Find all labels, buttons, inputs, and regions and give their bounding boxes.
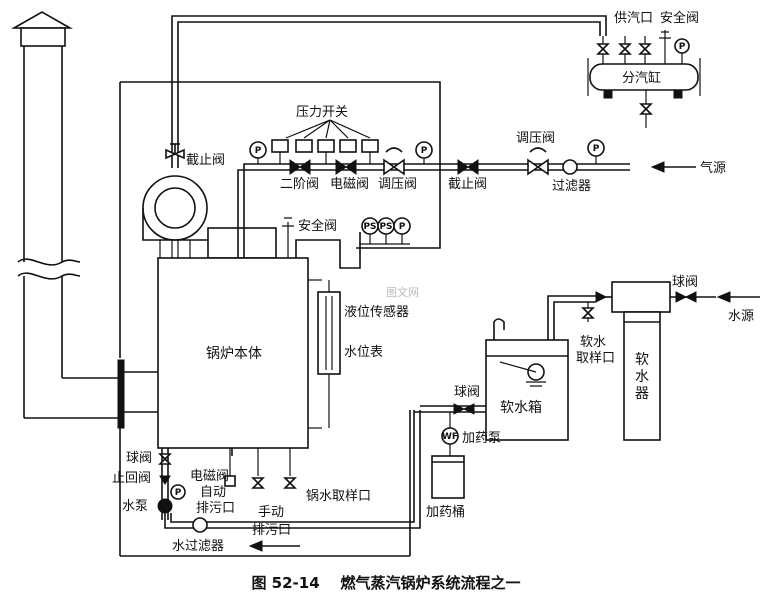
label-shui-guo-lv-qi: 水过滤器 xyxy=(172,539,224,554)
label-shui-beng: 水泵 xyxy=(122,499,148,514)
water-softener xyxy=(581,281,760,441)
label-jie-zhi-fa-mid: 截止阀 xyxy=(448,177,487,192)
label-tiao-ya-fa-1: 调压阀 xyxy=(378,177,417,192)
gauge-p-6: P xyxy=(175,488,182,498)
gauge-p-5: P xyxy=(399,222,406,232)
gauge-p-3: P xyxy=(593,144,600,154)
gauge-ps-2: PS xyxy=(379,222,392,232)
labels: 供汽口 安全阀 分汽缸 压力开关 截止阀 二阶阀 电磁阀 调压阀 截止阀 调压阀… xyxy=(112,10,754,554)
gauge-marks: P P P P PS PS P P WF xyxy=(175,42,686,498)
level-gauge xyxy=(308,279,341,429)
gauge-ps-1: PS xyxy=(363,222,376,232)
feed-and-drain xyxy=(157,410,421,552)
label-ruan-shui-1: 软水 xyxy=(580,335,606,350)
steam-line xyxy=(165,15,607,168)
burner-blower xyxy=(142,175,277,259)
label-gong-qi-kou: 供汽口 xyxy=(614,11,653,26)
label-dian-ci-fa-top: 电磁阀 xyxy=(330,177,369,192)
steam-header xyxy=(587,30,701,128)
label-an-quan-fa-top: 安全阀 xyxy=(660,10,699,26)
dosing-system xyxy=(414,403,486,499)
label-guo-lv-qi: 过滤器 xyxy=(552,179,591,194)
gauge-p-4: P xyxy=(679,42,686,52)
label-er-jie-fa: 二阶阀 xyxy=(280,177,319,192)
label-qi-yuan: 气源 xyxy=(700,160,726,176)
label-ruan-shui-xiang: 软水箱 xyxy=(500,400,542,416)
label-an-quan-fa-mid: 安全阀 xyxy=(298,218,337,234)
label-ruan-shui-qi-1: 软 xyxy=(635,352,649,368)
gauge-p-1: P xyxy=(255,146,262,156)
label-qiu-fa-mid: 球阀 xyxy=(454,385,480,400)
gas-train xyxy=(249,119,696,176)
label-guo-lu-ben-ti: 锅炉本体 xyxy=(206,346,262,362)
frame-lines xyxy=(119,81,441,557)
label-dian-ci-fa-bottom: 电磁阀 xyxy=(190,469,229,484)
label-zi-dong-2: 排污口 xyxy=(196,501,235,516)
label-jia-yao-tong: 加药桶 xyxy=(426,505,465,520)
label-tiao-ya-fa-2: 调压阀 xyxy=(516,131,555,146)
label-ruan-shui-qi-3: 器 xyxy=(635,386,649,402)
boiler-top-fittings xyxy=(282,217,411,269)
label-shou-dong-1: 手动 xyxy=(258,505,284,520)
watermark: 图文网 xyxy=(386,285,419,299)
label-ya-li-kai-guan: 压力开关 xyxy=(296,105,348,120)
label-fen-qi-gang: 分汽缸 xyxy=(622,70,661,86)
gauge-wf: WF xyxy=(442,432,458,442)
label-ruan-shui-qi-2: 水 xyxy=(635,369,649,385)
label-qiu-fa-right: 球阀 xyxy=(672,275,698,290)
label-shui-wei-biao: 水位表 xyxy=(344,345,383,360)
label-ruan-shui-2: 取样口 xyxy=(576,351,615,366)
label-jie-zhi-fa-left: 截止阀 xyxy=(186,153,225,168)
chimney xyxy=(10,11,160,429)
label-qiu-fa-left: 球阀 xyxy=(126,451,152,466)
figure-caption: 图 52-14 燃气蒸汽锅炉系统流程之一 xyxy=(251,574,520,592)
label-zi-dong-1: 自动 xyxy=(200,485,226,500)
soft-water-tank xyxy=(485,295,596,441)
gauge-p-2: P xyxy=(421,146,428,156)
label-shui-yuan: 水源 xyxy=(728,309,754,324)
label-zhi-hui-fa: 止回阀 xyxy=(112,471,151,486)
label-shou-dong-2: 排污口 xyxy=(252,523,291,538)
label-guo-shui-qu-yang-kou: 锅水取样口 xyxy=(306,488,371,504)
label-ye-wei-chuan-gan-qi: 液位传感器 xyxy=(344,304,409,320)
boiler-body xyxy=(157,163,309,449)
label-jia-yao-beng: 加药泵 xyxy=(462,431,501,446)
